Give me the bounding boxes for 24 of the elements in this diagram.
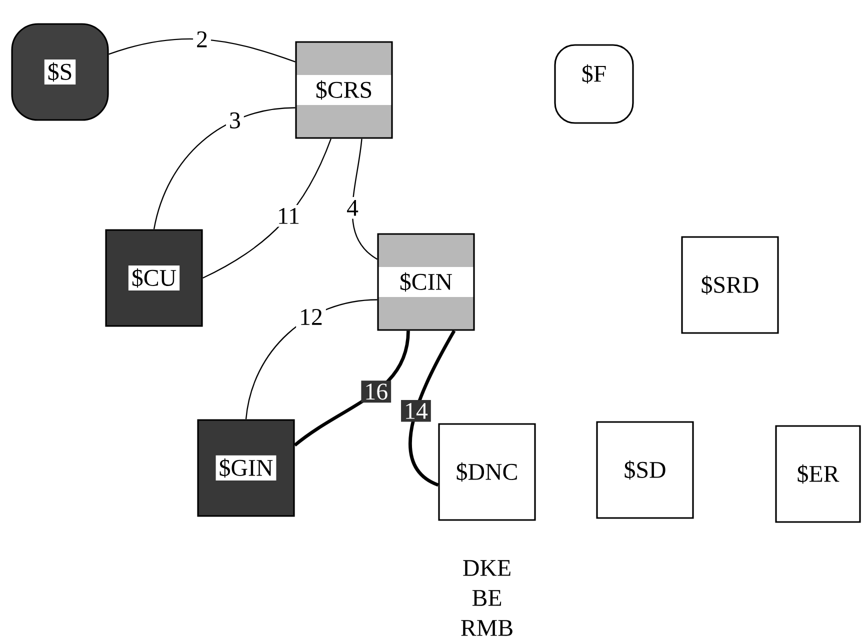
edge-label: 2 — [193, 28, 211, 50]
shaded-box: $CRS — [295, 41, 393, 139]
box: $SD — [596, 421, 694, 519]
dark-box: $GIN — [197, 419, 295, 517]
edge-label: 3 — [226, 109, 244, 132]
label-tag: 14 — [401, 400, 431, 422]
edge-label: 11 — [274, 205, 303, 227]
shaded-box: $CIN — [377, 233, 475, 331]
edge-label: 4 — [344, 197, 362, 219]
connector-line — [352, 138, 378, 260]
box: $ER — [775, 425, 861, 523]
label-tag: 16 — [361, 380, 392, 403]
beside-text: RMB — [461, 620, 512, 636]
edge-label: 12 — [296, 306, 326, 328]
connector-line — [108, 38, 296, 62]
box: $SRD — [681, 236, 779, 334]
beside-text: DKE — [463, 560, 510, 576]
rounded-box: $S — [11, 23, 109, 121]
rounded-box: $F — [554, 44, 634, 124]
connector-line — [408, 330, 456, 487]
connector-line — [153, 107, 296, 230]
box: $DNC — [438, 423, 536, 521]
dark-box: $CU — [105, 229, 203, 327]
beside-text: BE — [472, 590, 502, 606]
